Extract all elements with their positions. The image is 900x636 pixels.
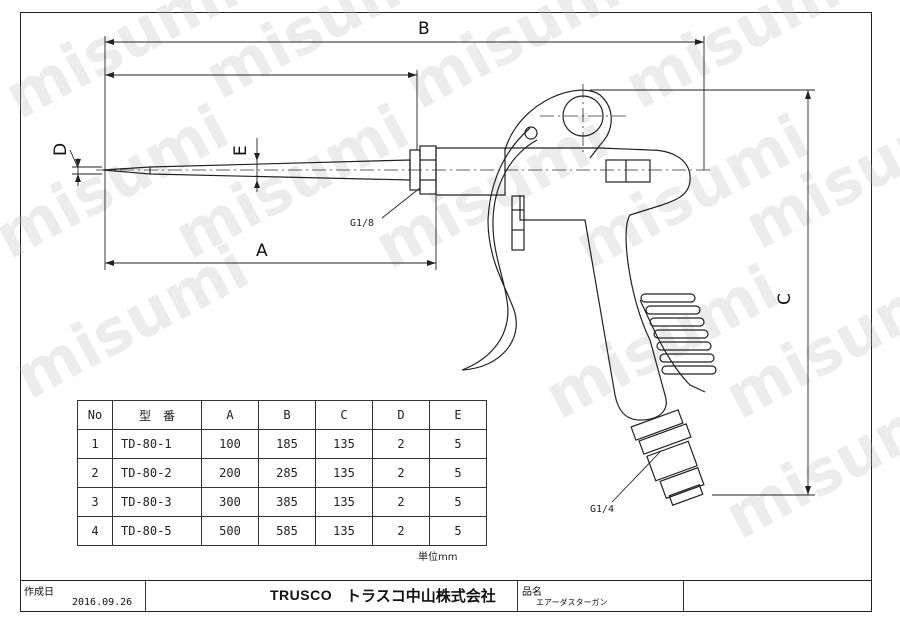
cell-a: 300 xyxy=(201,487,259,517)
cell-c: 135 xyxy=(315,429,373,459)
header-model: 型 番 xyxy=(112,400,202,430)
cell-d: 2 xyxy=(372,429,430,459)
dimension-b-label: B xyxy=(418,19,430,39)
cell-model: TD-80-3 xyxy=(112,487,202,517)
cell-e: 5 xyxy=(429,487,487,517)
product-value: エアーダスターガン xyxy=(536,598,608,607)
cell-d: 2 xyxy=(372,516,430,546)
cell-c: 135 xyxy=(315,487,373,517)
cell-model: TD-80-2 xyxy=(112,458,202,488)
watermark-text: misumi xyxy=(613,0,870,123)
cell-model: TD-80-1 xyxy=(112,429,202,459)
cell-d: 2 xyxy=(372,487,430,517)
title-company-cell: TRUSCO トラスコ中山株式会社 xyxy=(146,581,518,611)
table-header-row: No 型 番 A B C D E xyxy=(77,400,487,430)
date-value: 2016.09.26 xyxy=(72,597,133,608)
unit-note: 単位mm xyxy=(418,552,458,563)
nozzle-thread-label: G1/8 xyxy=(350,218,374,229)
trusco-logo: TRUSCO xyxy=(270,587,333,603)
title-product-cell: 品名 エアーダスターガン xyxy=(518,581,684,611)
spec-table: No 型 番 A B C D E 1 TD-80-1 100 185 135 2… xyxy=(77,400,487,546)
cell-b: 385 xyxy=(258,487,316,517)
centerlines xyxy=(96,84,712,171)
date-label: 作成日 xyxy=(24,587,54,598)
cell-no: 3 xyxy=(77,487,113,517)
table-row: 1 TD-80-1 100 185 135 2 5 xyxy=(77,429,487,459)
header-d: D xyxy=(372,400,430,430)
table-row: 2 TD-80-2 200 285 135 2 5 xyxy=(77,458,487,488)
header-b: B xyxy=(258,400,316,430)
cell-c: 135 xyxy=(315,516,373,546)
company-name: トラスコ中山株式会社 xyxy=(346,587,496,605)
cell-b: 285 xyxy=(258,458,316,488)
sheet-border xyxy=(20,12,872,612)
product-label: 品名 xyxy=(522,587,542,598)
header-no: No xyxy=(77,400,113,430)
cell-b: 185 xyxy=(258,429,316,459)
dimension-e-label: E xyxy=(231,145,251,156)
title-empty-cell xyxy=(684,581,872,611)
cell-a: 200 xyxy=(201,458,259,488)
table-row: 4 TD-80-5 500 585 135 2 5 xyxy=(77,516,487,546)
cell-c: 135 xyxy=(315,458,373,488)
title-date-cell: 作成日 2016.09.26 xyxy=(20,581,146,611)
dimension-c-label: C xyxy=(775,293,795,305)
cell-e: 5 xyxy=(429,458,487,488)
dimension-a-label: A xyxy=(256,241,268,261)
header-e: E xyxy=(429,400,487,430)
table-row: 3 TD-80-3 300 385 135 2 5 xyxy=(77,487,487,517)
cell-model: TD-80-5 xyxy=(112,516,202,546)
inlet-thread-label: G1/4 xyxy=(590,504,614,515)
dimension-d-label: D xyxy=(51,143,71,156)
title-block: 作成日 2016.09.26 TRUSCO トラスコ中山株式会社 品名 エアーダ… xyxy=(20,580,872,612)
dimension-lines xyxy=(69,36,815,503)
cell-b: 585 xyxy=(258,516,316,546)
cell-a: 500 xyxy=(201,516,259,546)
cell-e: 5 xyxy=(429,429,487,459)
arrowheads xyxy=(75,39,811,495)
cell-no: 1 xyxy=(77,429,113,459)
header-a: A xyxy=(201,400,259,430)
cell-no: 4 xyxy=(77,516,113,546)
cell-no: 2 xyxy=(77,458,113,488)
cell-a: 100 xyxy=(201,429,259,459)
header-c: C xyxy=(315,400,373,430)
watermark-text: misumi xyxy=(393,0,650,123)
cell-e: 5 xyxy=(429,516,487,546)
cell-d: 2 xyxy=(372,458,430,488)
